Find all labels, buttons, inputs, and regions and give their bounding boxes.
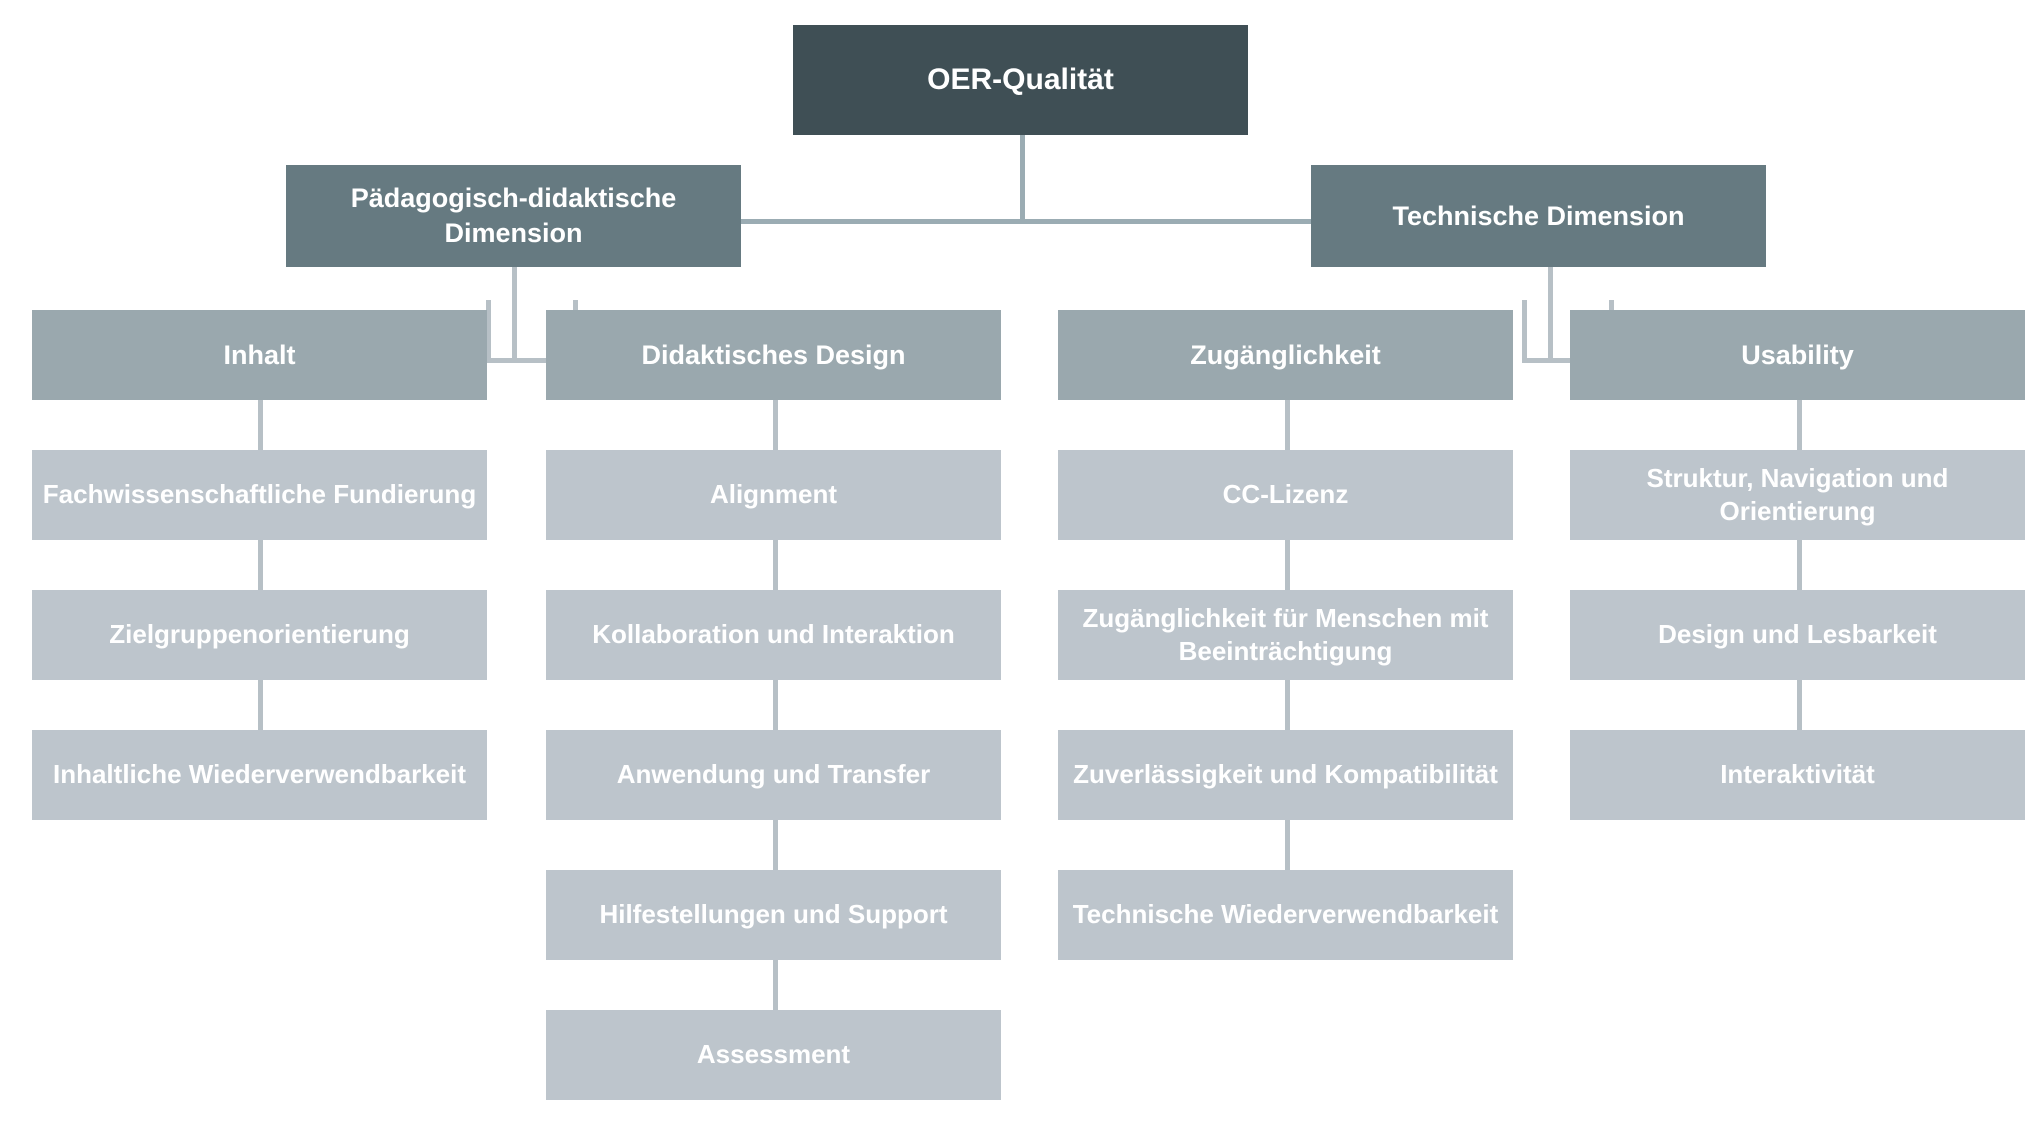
node-label: Design und Lesbarkeit: [1658, 619, 1937, 650]
connector-paed-stem: [512, 265, 517, 361]
node-label: OER-Qualität: [927, 62, 1114, 96]
node-criterion-assessment[interactable]: Assessment: [546, 1010, 1001, 1100]
node-label: Zielgruppenorientierung: [109, 619, 410, 650]
connector-tech-bus: [1522, 358, 1614, 363]
node-label: Technische Wiederverwendbarkeit: [1072, 899, 1499, 930]
node-criterion-zuverlaessigkeit-und-kompatibilitaet[interactable]: Zuverlässigkeit und Kompatibilität: [1058, 730, 1513, 820]
node-label: Interaktivität: [1720, 759, 1875, 790]
connector-paed-bus: [486, 358, 578, 363]
node-label: Usability: [1741, 339, 1854, 370]
node-label: Inhaltliche Wiederverwendbarkeit: [52, 759, 466, 790]
node-label: Kollaboration und Interaktion: [592, 619, 955, 650]
connector-to-inhalt: [486, 300, 491, 360]
connector-col1-1: [258, 398, 263, 450]
node-label: Didaktisches Design: [641, 339, 906, 370]
node-label: Zuverlässigkeit und Kompatibilität: [1073, 759, 1498, 790]
node-label: CC-Lizenz: [1222, 479, 1349, 510]
node-criterion-fachwissenschaftliche-fundierung[interactable]: Fachwissenschaftliche Fundierung: [32, 450, 487, 540]
node-label: Struktur, Navigation und Orientierung: [1646, 462, 1949, 526]
node-category-usability[interactable]: Usability: [1570, 310, 2025, 400]
node-criterion-interaktivitaet[interactable]: Interaktivität: [1570, 730, 2025, 820]
node-label: Hilfestellungen und Support: [599, 899, 948, 930]
node-criterion-anwendung-und-transfer[interactable]: Anwendung und Transfer: [546, 730, 1001, 820]
connector-root-stem: [1020, 134, 1025, 222]
connector-col3-2: [1285, 538, 1290, 590]
connector-col2-3: [773, 678, 778, 730]
node-label: Zugänglichkeit: [1190, 339, 1381, 370]
connector-col2-5: [773, 958, 778, 1010]
node-criterion-kollaboration-und-interaktion[interactable]: Kollaboration und Interaktion: [546, 590, 1001, 680]
node-category-zugaenglichkeit[interactable]: Zugänglichkeit: [1058, 310, 1513, 400]
connector-col3-3: [1285, 678, 1290, 730]
node-label: Inhalt: [223, 339, 296, 370]
node-criterion-cc-lizenz[interactable]: CC-Lizenz: [1058, 450, 1513, 540]
node-label: Technische Dimension: [1392, 200, 1685, 231]
connector-col3-1: [1285, 398, 1290, 450]
node-category-inhalt[interactable]: Inhalt: [32, 310, 487, 400]
node-criterion-zugaenglichkeit-beeintraechtigung[interactable]: Zugänglichkeit für Menschen mit Beeinträ…: [1058, 590, 1513, 680]
node-criterion-struktur-navigation-orientierung[interactable]: Struktur, Navigation und Orientierung: [1570, 450, 2025, 540]
node-label: Fachwissenschaftliche Fundierung: [42, 479, 477, 510]
node-category-didaktisches-design[interactable]: Didaktisches Design: [546, 310, 1001, 400]
node-dimension-technisch[interactable]: Technische Dimension: [1311, 165, 1766, 267]
connector-col1-2: [258, 538, 263, 590]
node-criterion-zielgruppenorientierung[interactable]: Zielgruppenorientierung: [32, 590, 487, 680]
connector-col4-3: [1797, 678, 1802, 730]
connector-col4-1: [1797, 398, 1802, 450]
node-root-oer-qualitaet[interactable]: OER-Qualität: [793, 25, 1248, 135]
node-criterion-alignment[interactable]: Alignment: [546, 450, 1001, 540]
node-dimension-paedagogisch-didaktisch[interactable]: Pädagogisch-didaktische Dimension: [286, 165, 741, 267]
node-label: Alignment: [709, 479, 838, 510]
connector-dimension-bus: [736, 219, 1316, 224]
node-criterion-hilfestellungen-und-support[interactable]: Hilfestellungen und Support: [546, 870, 1001, 960]
node-criterion-inhaltliche-wiederverwendbarkeit[interactable]: Inhaltliche Wiederverwendbarkeit: [32, 730, 487, 820]
connector-col3-4: [1285, 818, 1290, 870]
node-label: Anwendung und Transfer: [616, 759, 931, 790]
node-label: Zugänglichkeit für Menschen mit Beeinträ…: [1082, 602, 1489, 666]
connector-col1-3: [258, 678, 263, 730]
node-label: Assessment: [696, 1039, 851, 1070]
connector-tech-stem: [1548, 265, 1553, 361]
connector-col2-2: [773, 538, 778, 590]
connector-col2-1: [773, 398, 778, 450]
connector-col4-2: [1797, 538, 1802, 590]
connector-to-zugaenglichkeit: [1522, 300, 1527, 360]
connector-col2-4: [773, 818, 778, 870]
node-criterion-technische-wiederverwendbarkeit[interactable]: Technische Wiederverwendbarkeit: [1058, 870, 1513, 960]
node-label: Pädagogisch-didaktische Dimension: [350, 183, 677, 248]
node-criterion-design-und-lesbarkeit[interactable]: Design und Lesbarkeit: [1570, 590, 2025, 680]
